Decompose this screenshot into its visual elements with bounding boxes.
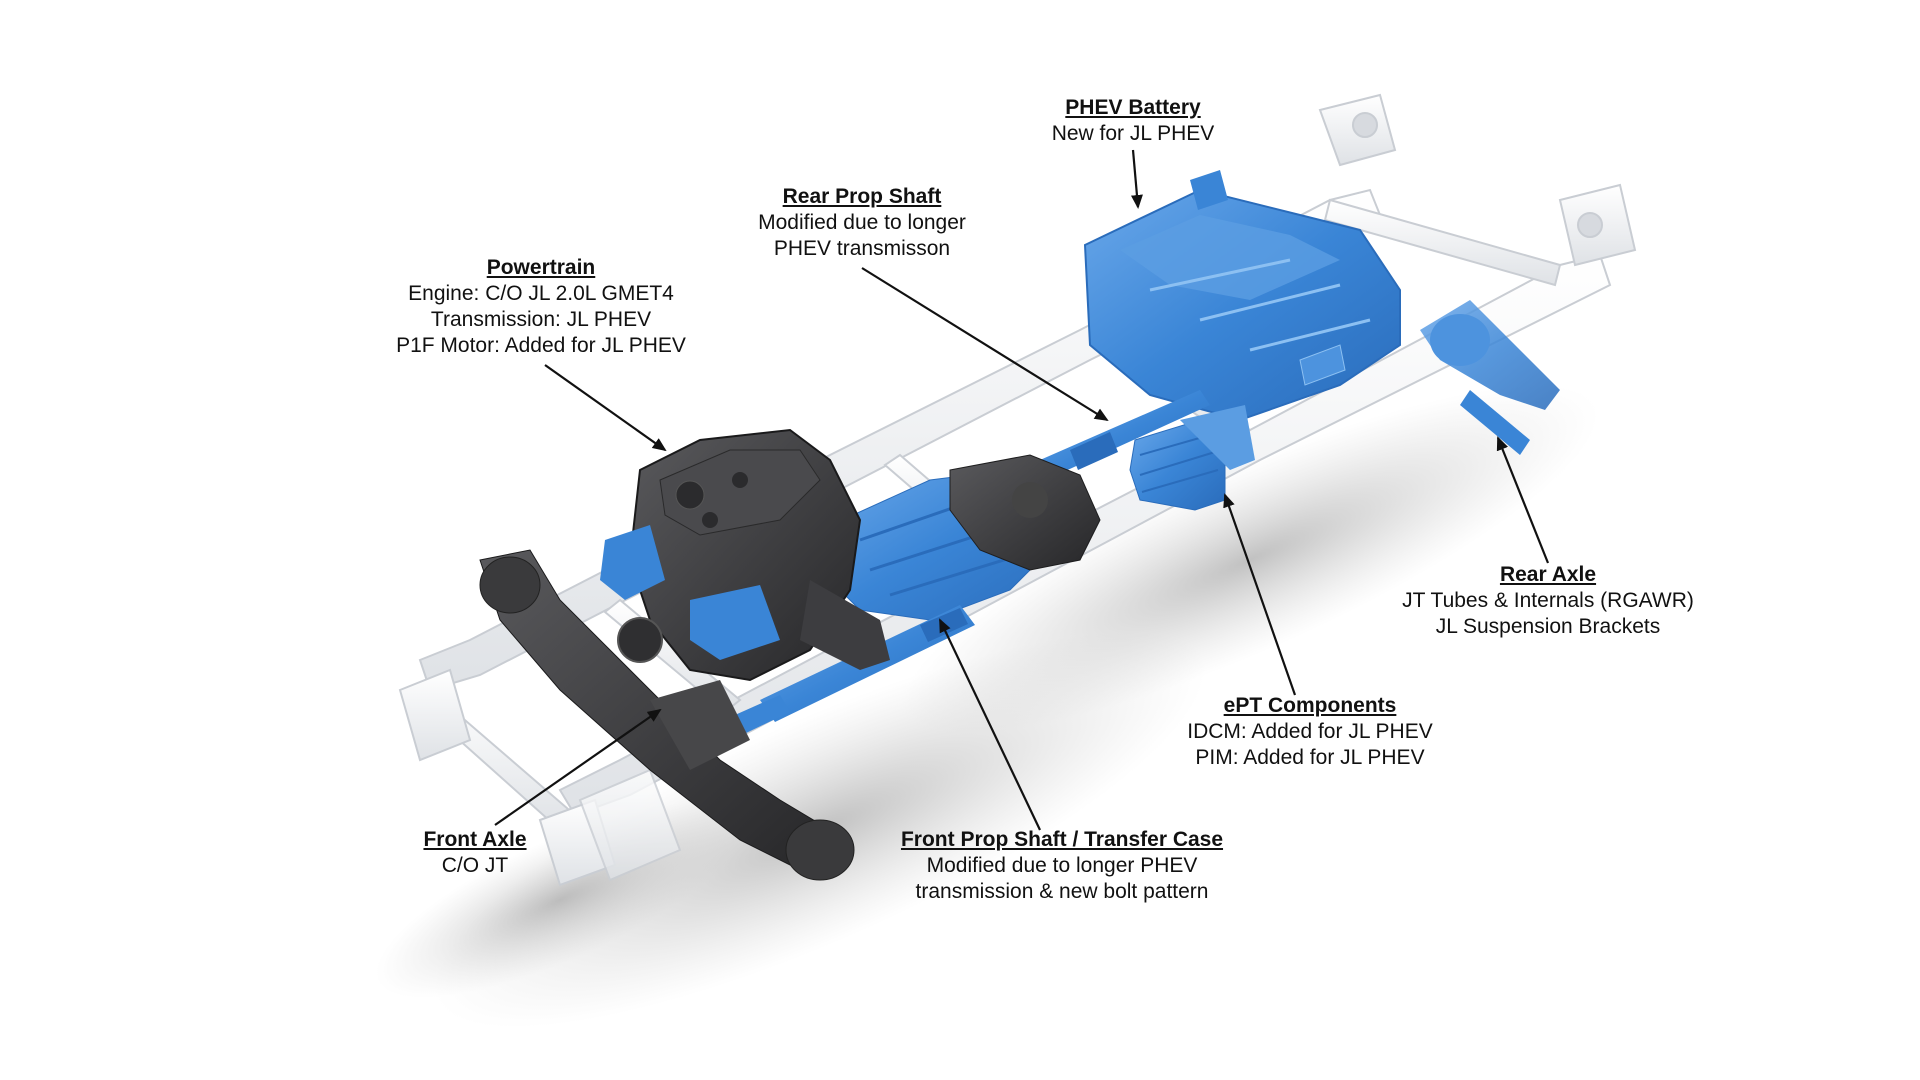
callout-front-prop-shaft: Front Prop Shaft / Transfer Case Modifie…	[901, 827, 1223, 905]
arrow-front-prop-shaft	[939, 618, 1041, 831]
rear-prop-shaft-shape	[1040, 390, 1210, 478]
transfer-case-shape	[949, 454, 1101, 571]
arrow-phev-battery	[1130, 149, 1143, 209]
callout-line: P1F Motor: Added for JL PHEV	[396, 334, 686, 357]
callout-title: Front Axle	[423, 828, 527, 851]
callout-title: ePT Components	[1223, 694, 1397, 717]
ground-shadow	[375, 384, 1600, 1029]
callout-line: Modified due to longer	[758, 211, 966, 234]
callout-front-axle: Front Axle C/O JT	[423, 827, 526, 879]
callout-title: Rear Axle	[1499, 563, 1597, 586]
callout-line: C/O JT	[441, 854, 509, 877]
callout-line: transmission & new bolt pattern	[915, 880, 1209, 903]
callout-phev-battery: PHEV Battery New for JL PHEV	[1052, 95, 1215, 147]
engine-shape	[600, 428, 890, 682]
arrow-rear-prop-shaft	[861, 267, 1109, 422]
callout-powertrain: Powertrain Engine: C/O JL 2.0L GMET4 Tra…	[396, 255, 686, 359]
callout-title: Front Prop Shaft / Transfer Case	[900, 828, 1224, 851]
callout-line: JT Tubes & Internals (RGAWR)	[1402, 589, 1694, 612]
callout-line: New for JL PHEV	[1051, 122, 1215, 145]
callout-ept-components: ePT Components IDCM: Added for JL PHEV P…	[1187, 693, 1433, 771]
callout-rear-axle: Rear Axle JT Tubes & Internals (RGAWR) J…	[1402, 562, 1694, 640]
arrow-front-axle	[494, 708, 662, 826]
callout-rear-prop-shaft: Rear Prop Shaft Modified due to longer P…	[758, 184, 966, 262]
callout-line: IDCM: Added for JL PHEV	[1187, 720, 1433, 743]
callout-line: PIM: Added for JL PHEV	[1195, 746, 1425, 769]
callout-title: Powertrain	[486, 256, 596, 279]
phev-battery-shape	[1083, 170, 1401, 422]
callout-line: Transmission: JL PHEV	[430, 308, 652, 331]
ept-components-shape	[1129, 405, 1255, 511]
arrow-rear-axle	[1496, 436, 1550, 564]
callout-line: Modified due to longer PHEV	[926, 854, 1198, 877]
callout-title: PHEV Battery	[1065, 96, 1201, 119]
rear-axle-shape	[1420, 300, 1560, 455]
callout-arrows	[494, 149, 1550, 831]
callout-line: Engine: C/O JL 2.0L GMET4	[408, 282, 674, 305]
arrow-powertrain	[544, 364, 667, 452]
callout-line: JL Suspension Brackets	[1435, 615, 1661, 638]
arrow-ept-components	[1223, 493, 1297, 696]
callout-line: PHEV transmisson	[773, 237, 951, 260]
callout-title: Rear Prop Shaft	[782, 185, 942, 208]
